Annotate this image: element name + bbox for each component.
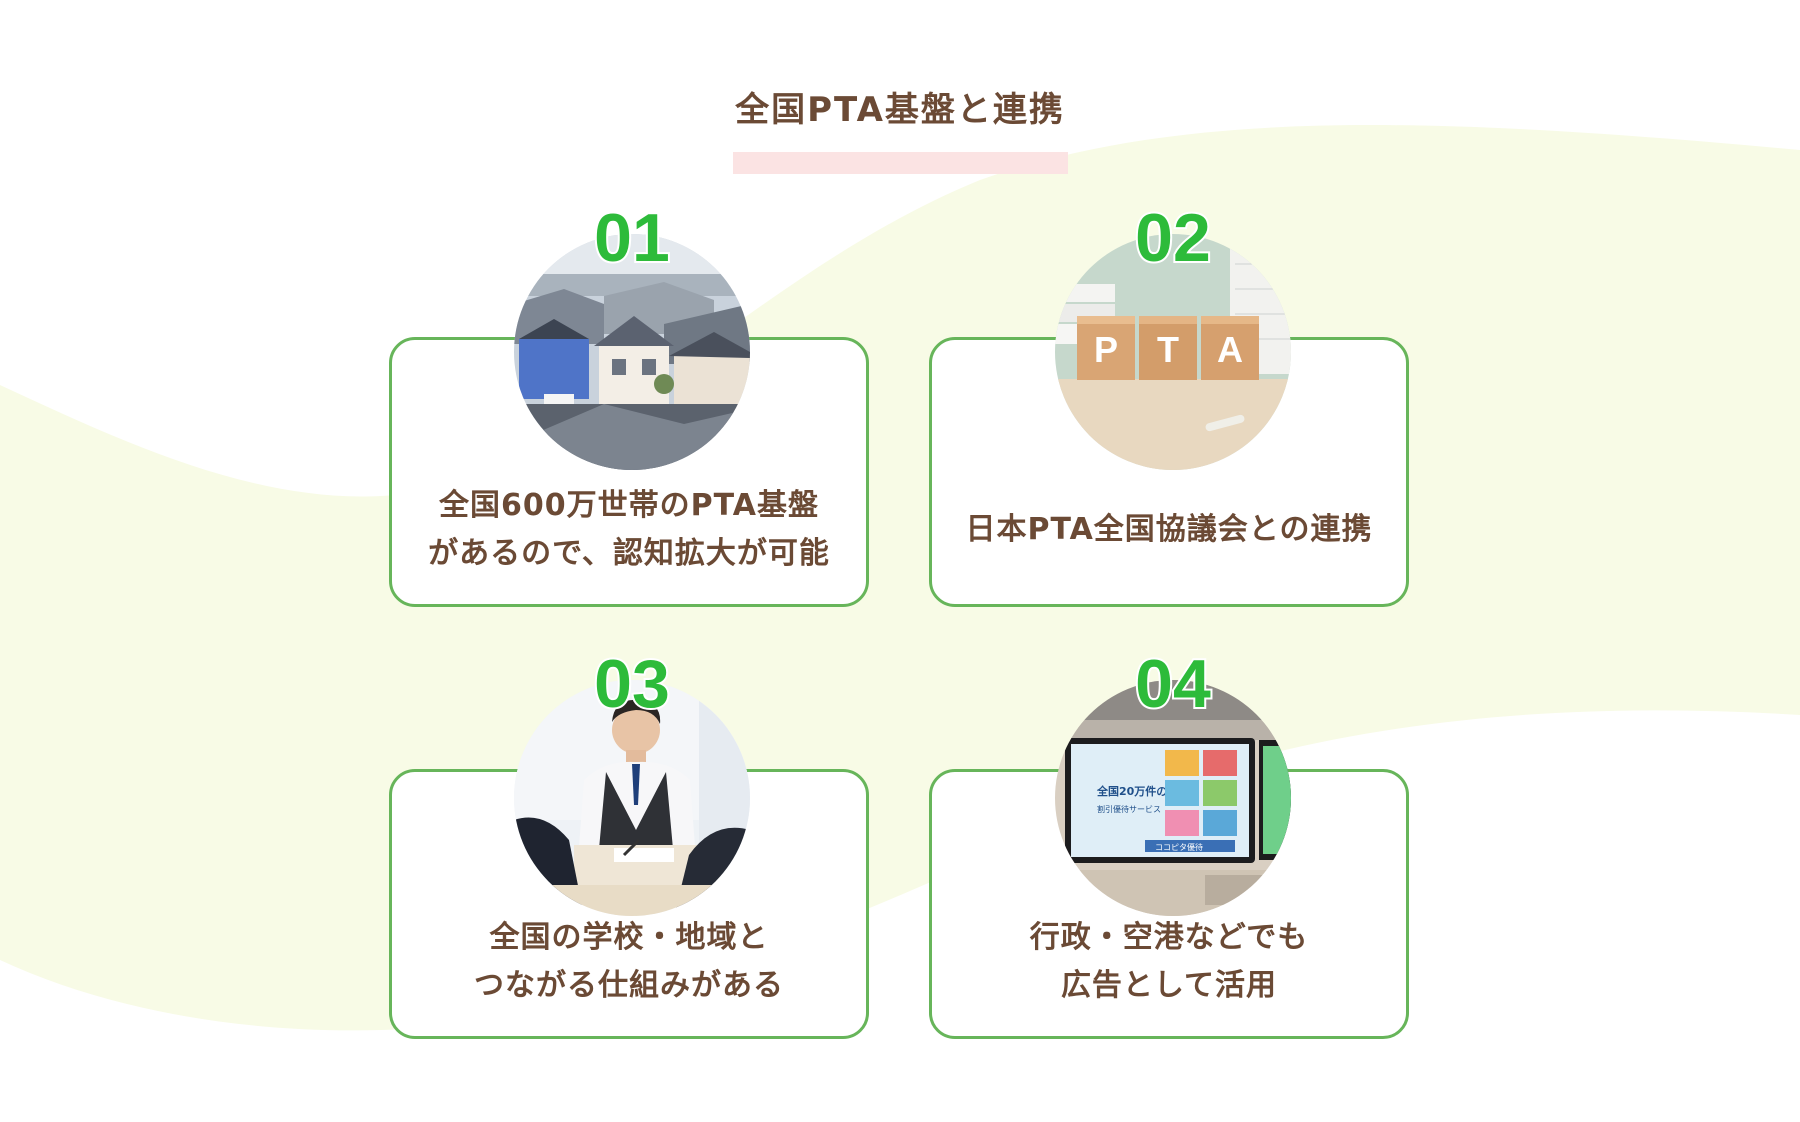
feature-text-line-1: 全国600万世帯のPTA基盤 [439,488,819,523]
section-title: 全国PTA基盤と連携 [735,90,1065,130]
title-underline [733,152,1068,174]
feature-number-03: 03 [592,646,672,722]
feature-text-line-2: があるので、認知拡大が可能 [428,536,830,571]
feature-text-line-1: 行政・空港などでも [1029,920,1309,955]
feature-text-line-2: 広告として活用 [1060,968,1278,1003]
feature-text-line-1: 全国の学校・地域と [489,920,769,955]
pta-blocks-photo: P T A [1055,234,1291,470]
block-letter-a: A [1217,329,1243,370]
signage-footer: ココピタ優待 [1155,842,1203,852]
feature-text-line-2: つながる仕組みがある [474,968,784,1003]
block-letter-p: P [1094,329,1118,370]
signage-headline: 全国20万件の [1096,784,1167,798]
feature-number-04: 04 [1133,646,1213,722]
feature-number-01: 01 [592,200,672,276]
town-houses-photo [514,234,750,470]
feature-number-02: 02 [1133,200,1213,276]
signage-subline: 割引優待サービス [1097,804,1161,814]
block-letter-t: T [1157,329,1179,370]
feature-text-line-1: 日本PTA全国協議会との連携 [965,512,1373,547]
